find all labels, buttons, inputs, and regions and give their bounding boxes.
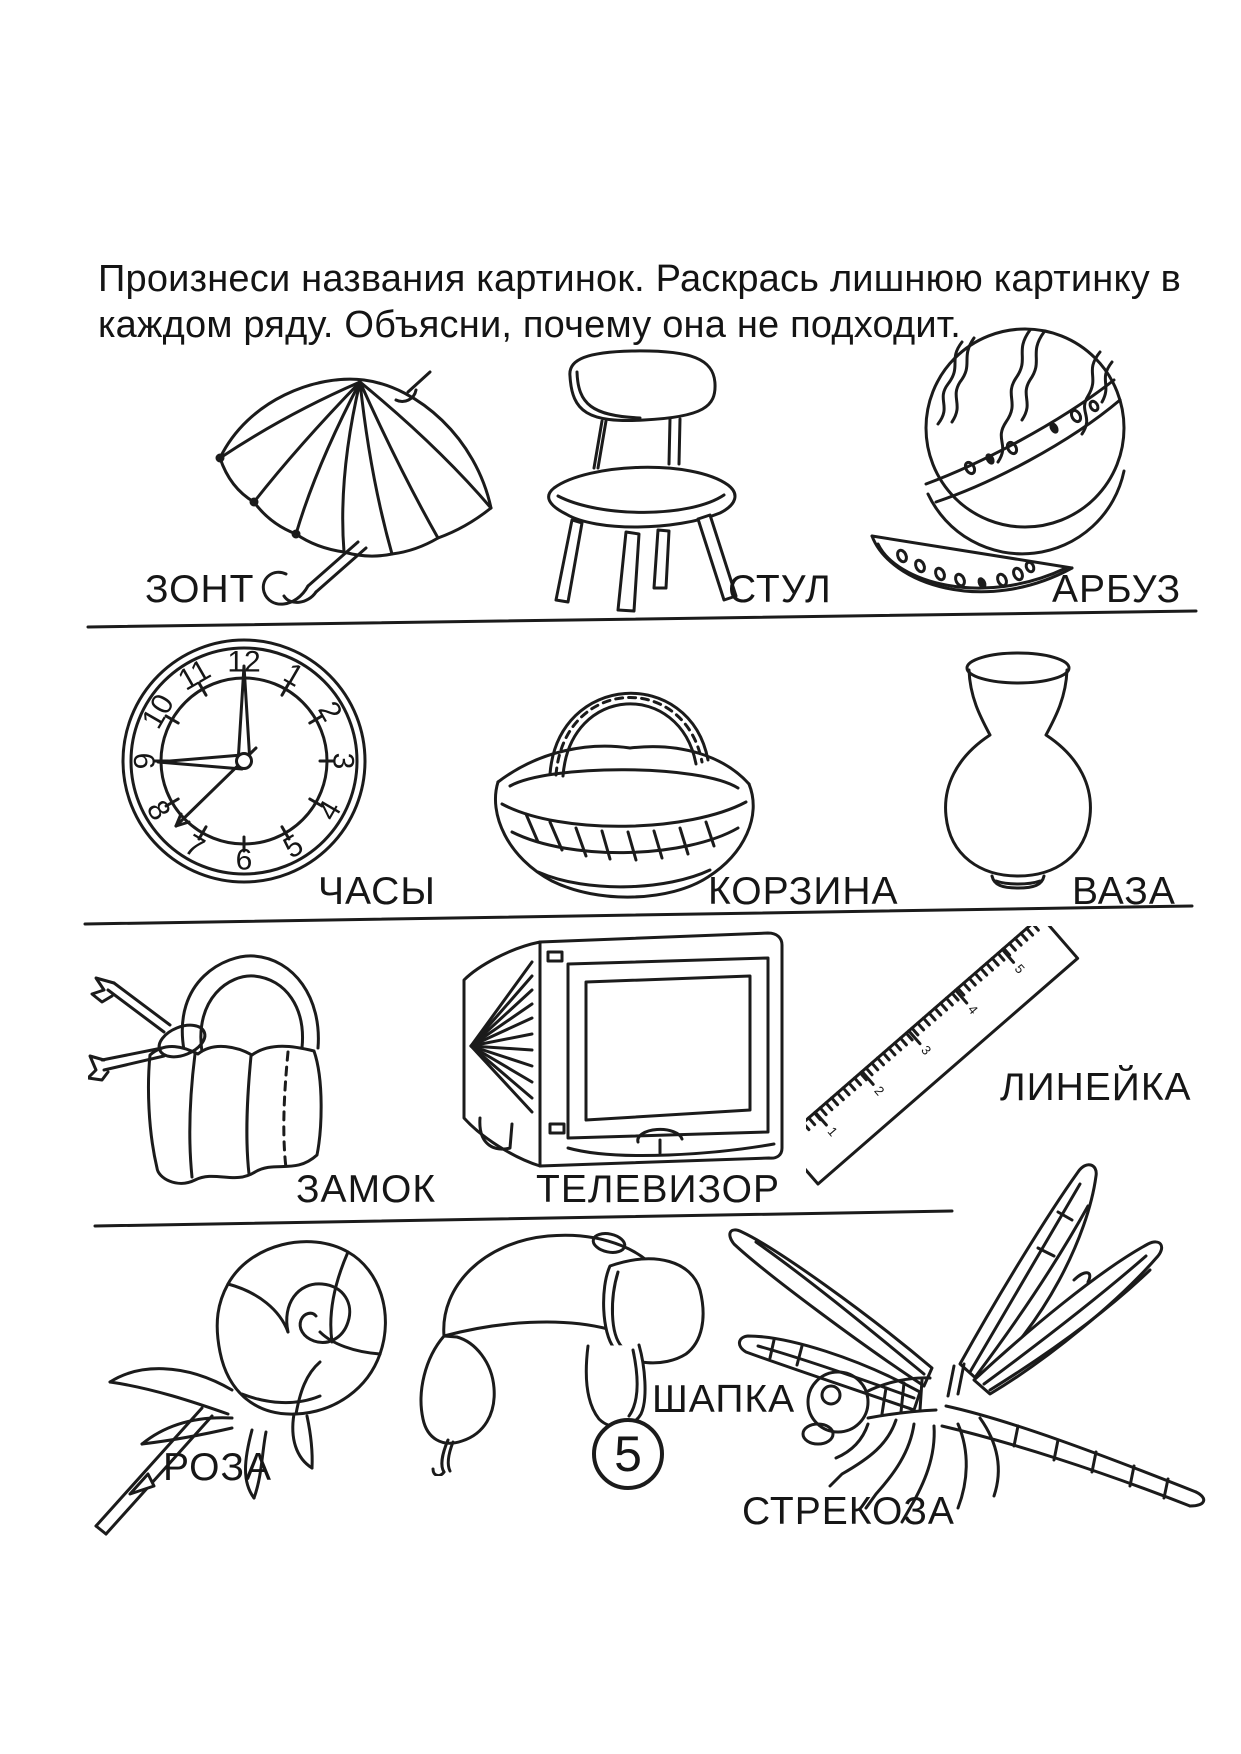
instructions-line1: Произнеси названия картинок. Раскрась ли… [98, 258, 1182, 300]
basket-drawing [478, 632, 772, 915]
svg-text:8: 8 [140, 795, 177, 826]
svg-text:7: 7 [179, 828, 210, 865]
chair-drawing [540, 346, 748, 623]
dragonfly-drawing [718, 1152, 1238, 1577]
label-umbrella: ЗОНТ [145, 568, 255, 611]
page-number: 5 [614, 1426, 642, 1482]
label-ruler: ЛИНЕЙКА [1000, 1066, 1192, 1109]
label-basket: КОРЗИНА [708, 870, 899, 913]
padlock-drawing [86, 928, 342, 1197]
svg-text:6: 6 [236, 844, 253, 877]
svg-text:9: 9 [129, 753, 162, 770]
label-padlock: ЗАМОК [296, 1168, 437, 1211]
label-clock: ЧАСЫ [318, 870, 436, 913]
svg-text:3: 3 [327, 753, 360, 770]
label-dragonfly: СТРЕКОЗА [742, 1490, 955, 1533]
hat-drawing [412, 1226, 712, 1481]
vase-drawing [912, 638, 1130, 897]
rose-drawing [82, 1222, 402, 1553]
label-watermelon: АРБУЗ [1052, 568, 1182, 611]
label-tv: ТЕЛЕВИЗОР [536, 1168, 780, 1211]
label-rose: РОЗА [163, 1446, 273, 1489]
instructions: Произнеси названия картинок. Раскрась ли… [98, 256, 1208, 349]
watermelon-drawing [862, 316, 1196, 617]
tv-drawing [438, 922, 788, 1181]
svg-text:4: 4 [311, 795, 348, 826]
label-hat: ШАПКА [652, 1378, 796, 1421]
label-chair: СТУЛ [728, 568, 832, 611]
svg-text:5: 5 [278, 828, 309, 865]
instructions-line2: каждом ряду. Объясни, почему она не подх… [98, 304, 961, 347]
umbrella-drawing [198, 366, 506, 621]
page-number-badge: 5 [592, 1418, 664, 1490]
label-vase: ВАЗА [1072, 870, 1176, 913]
